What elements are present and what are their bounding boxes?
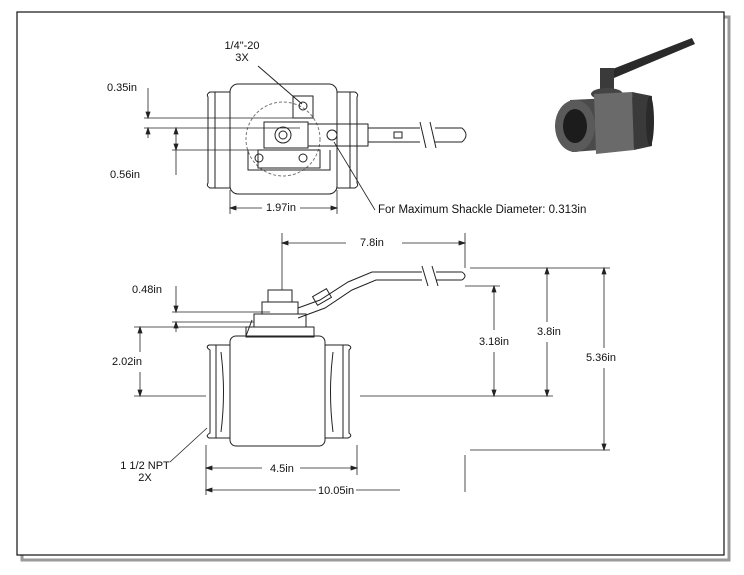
shackle-note: For Maximum Shackle Diameter: 0.313in: [378, 204, 587, 216]
npt-callout: 1 1/2 NPT 2X: [110, 460, 180, 484]
dim-3-8-label: 3.8in: [537, 326, 561, 338]
dim-4-5-label: 4.5in: [270, 463, 294, 475]
side-view: [206, 265, 466, 447]
dim-2-02-label: 2.02in: [112, 356, 142, 368]
dim-5-36-label: 5.36in: [586, 352, 616, 364]
dim-10-05-label: 10.05in: [318, 485, 355, 497]
dim-3-18-label: 3.18in: [479, 336, 509, 348]
dim-7-8-label: 7.8in: [360, 237, 384, 249]
npt-callout-size: 1 1/2 NPT: [120, 460, 170, 472]
valve-3d-render: [555, 38, 695, 154]
dim-0-48-label: 0.48in: [132, 284, 162, 296]
side-view-dimensions: [134, 233, 610, 495]
dim-1-97-label: 1.97in: [266, 202, 296, 214]
dim-0-35-label: 0.35in: [107, 82, 137, 94]
dim-0-56-label: 0.56in: [110, 169, 140, 181]
top-view-dimensions: [144, 88, 376, 214]
thread-callout-size: 1/4"-20: [224, 40, 260, 52]
npt-callout-qty: 2X: [138, 472, 152, 484]
thread-callout-qty: 3X: [235, 52, 249, 64]
thread-callout: 1/4"-20 3X: [212, 40, 272, 64]
